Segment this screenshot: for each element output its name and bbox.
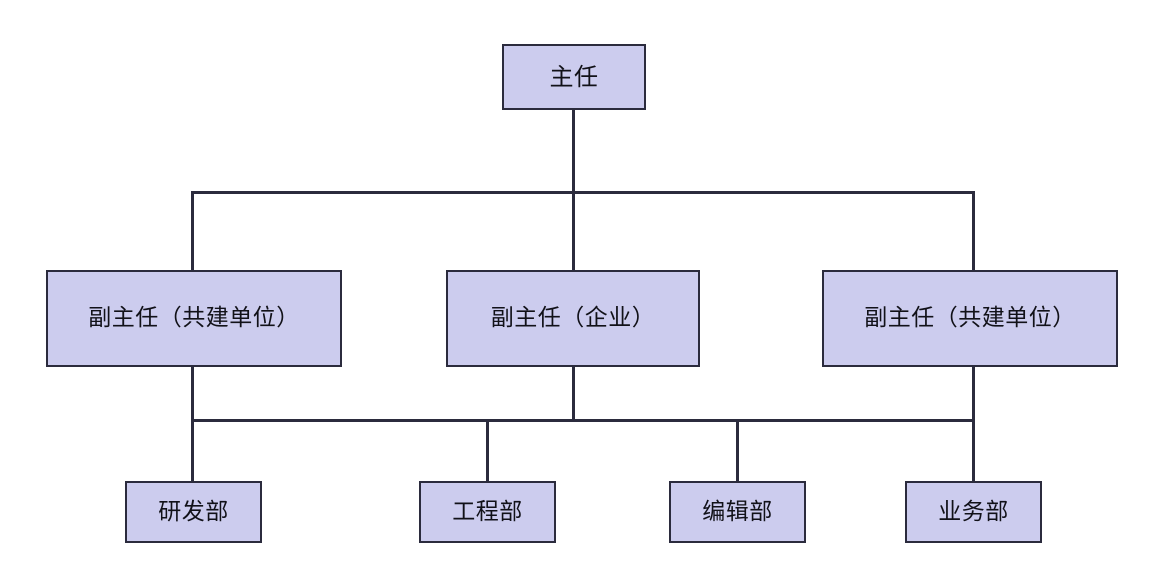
node-deputy-coop-right[interactable]: 副主任（共建单位） bbox=[822, 270, 1118, 367]
node-rd-dept[interactable]: 研发部 bbox=[125, 481, 262, 543]
connector-drop-to-engineering bbox=[486, 419, 489, 481]
node-director[interactable]: 主任 bbox=[502, 44, 646, 110]
connector-drop-to-rd bbox=[191, 419, 194, 481]
node-deputy-enterprise[interactable]: 副主任（企业） bbox=[446, 270, 700, 367]
connector-trunk-director-down bbox=[572, 110, 575, 270]
connector-stem-deputy-mid bbox=[572, 367, 575, 420]
node-editorial-dept[interactable]: 编辑部 bbox=[669, 481, 806, 543]
connector-drop-to-deputy-right bbox=[972, 191, 975, 270]
connector-drop-to-editorial bbox=[736, 419, 739, 481]
connector-drop-to-business bbox=[972, 419, 975, 481]
connector-drop-to-deputy-left bbox=[191, 191, 194, 270]
node-deputy-coop-left[interactable]: 副主任（共建单位） bbox=[46, 270, 342, 367]
connector-bus-level2 bbox=[191, 419, 975, 422]
node-engineering-dept[interactable]: 工程部 bbox=[419, 481, 556, 543]
connector-bus-level1 bbox=[191, 191, 975, 194]
node-business-dept[interactable]: 业务部 bbox=[905, 481, 1042, 543]
